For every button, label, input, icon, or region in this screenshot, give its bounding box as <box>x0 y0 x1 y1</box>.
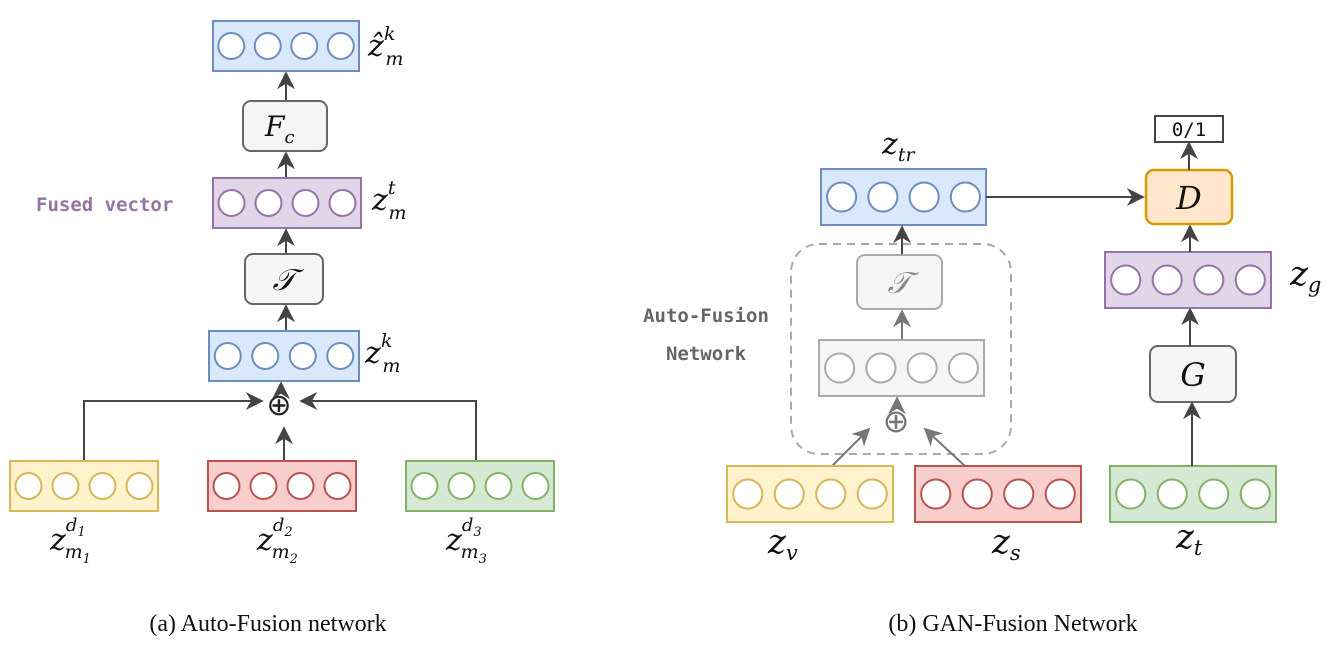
z-hat-vector <box>212 20 360 72</box>
vector-cell <box>217 32 246 60</box>
vector-cell <box>1151 264 1183 296</box>
vector-cell <box>213 342 242 370</box>
vector-cell <box>920 478 952 510</box>
discriminator-label: D <box>1175 179 1202 217</box>
vector-cell <box>212 472 241 500</box>
auto-fusion-group <box>790 243 1012 455</box>
zt-right-label: zt <box>1175 517 1203 560</box>
vector-cell <box>291 189 320 217</box>
vector-cell <box>961 478 993 510</box>
vector-cell <box>865 352 897 384</box>
caption-b: (b) GAN-Fusion Network <box>888 611 1137 637</box>
vector-cell <box>1044 478 1076 510</box>
vector-cell <box>323 472 352 500</box>
output-box <box>1154 115 1224 143</box>
arrow-d1-to-oplus <box>83 392 264 461</box>
vector-cell <box>906 352 938 384</box>
vector-cell <box>1110 264 1142 296</box>
arrow-zv-to-oplus <box>831 427 871 467</box>
vector-cell <box>217 189 246 217</box>
vector-cell <box>815 478 847 510</box>
auto-fusion-label-line2: Network <box>666 343 747 365</box>
faded-oplus-symbol: ⊕ <box>883 402 910 440</box>
faded-transformer-box <box>856 254 943 310</box>
gan-fusion-panel: ztr Auto-Fusion Network 𝒯 ⊕ zv zs zt G <box>643 115 1321 637</box>
vector-cell <box>410 472 439 500</box>
arrow-d3-to-oplus <box>299 392 477 461</box>
vector-cell <box>447 472 476 500</box>
fc-label: Fc <box>264 110 295 148</box>
vector-cell <box>254 189 283 217</box>
caption-a: (a) Auto-Fusion network <box>149 611 386 637</box>
vector-cell <box>773 478 805 510</box>
arrow-zs-to-oplus <box>923 427 966 467</box>
vector-cell <box>947 352 979 384</box>
generator-label: G <box>1180 356 1206 394</box>
input-d3-vector <box>405 460 555 512</box>
vector-cell <box>856 478 888 510</box>
vector-cell <box>484 472 513 500</box>
vector-cell <box>732 478 764 510</box>
vector-cell <box>1234 264 1266 296</box>
vector-cell <box>1193 264 1225 296</box>
vector-cell <box>949 181 981 213</box>
vector-cell <box>290 32 319 60</box>
vector-cell <box>1198 478 1230 510</box>
vector-cell <box>51 472 80 500</box>
vector-cell <box>288 342 317 370</box>
zv-label: zv <box>767 522 798 565</box>
fused-vector-label: Fused vector <box>36 194 173 216</box>
auto-fusion-label-line1: Auto-Fusion <box>643 305 769 327</box>
vector-cell <box>88 472 117 500</box>
vector-cell <box>251 342 280 370</box>
vector-cell <box>1239 478 1271 510</box>
zv-vector <box>726 465 894 523</box>
zg-label: zg <box>1289 254 1321 297</box>
fc-box <box>242 100 328 152</box>
vector-cell <box>125 472 154 500</box>
zs-vector <box>914 465 1082 523</box>
generator-box <box>1149 345 1237 403</box>
transformer-box <box>244 253 324 305</box>
vector-cell <box>908 181 940 213</box>
oplus-symbol: ⊕ <box>266 388 291 423</box>
vector-cell <box>824 352 856 384</box>
input-d2-vector <box>207 460 357 512</box>
faded-fused-vector <box>818 339 985 397</box>
vector-cell <box>1003 478 1035 510</box>
vector-cell <box>326 342 355 370</box>
input-d1-vector <box>9 460 159 512</box>
vector-cell <box>1156 478 1188 510</box>
zt-vector <box>1109 465 1277 523</box>
vector-cell <box>14 472 43 500</box>
vector-cell <box>1115 478 1147 510</box>
vector-cell <box>326 32 355 60</box>
zs-label: zs <box>991 522 1021 565</box>
vector-cell <box>867 181 899 213</box>
vector-cell <box>826 181 858 213</box>
ztr-label: ztr <box>881 127 916 166</box>
vector-cell <box>521 472 550 500</box>
vector-cell <box>286 472 315 500</box>
zg-vector <box>1104 251 1272 309</box>
output-label: 0/1 <box>1172 119 1206 141</box>
zk-vector <box>208 330 360 382</box>
vector-cell <box>249 472 278 500</box>
vector-cell <box>253 32 282 60</box>
fused-vector <box>212 177 362 229</box>
ztr-vector <box>820 168 987 226</box>
vector-cell <box>328 189 357 217</box>
